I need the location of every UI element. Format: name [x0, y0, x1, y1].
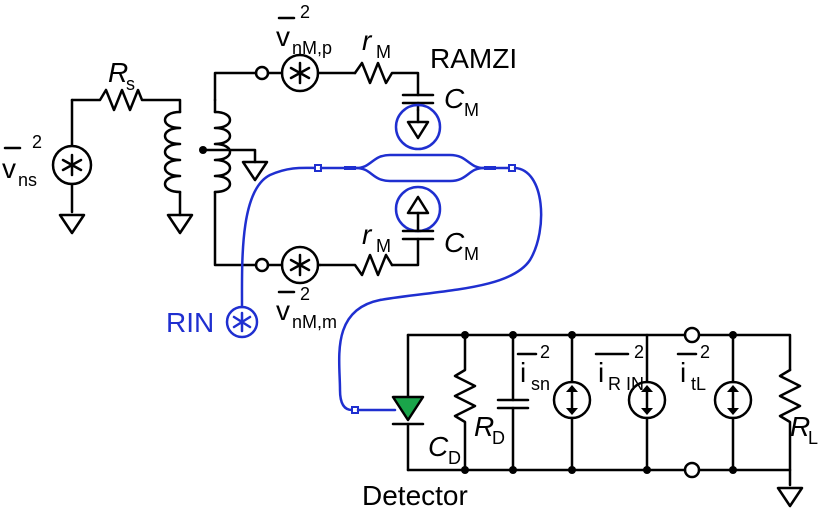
arrow-down-icon — [406, 120, 430, 140]
asterisk-icon — [289, 253, 311, 277]
rl-subscript: L — [808, 428, 818, 448]
isn-label: i — [520, 357, 526, 388]
isn-subscript: sn — [531, 374, 550, 394]
irin-label: i — [598, 357, 604, 388]
rd-label: R — [474, 411, 494, 442]
cm-bot-label: C — [444, 227, 465, 258]
arrow-down-icon — [641, 408, 653, 415]
current-source-itl: i tL 2 — [676, 333, 753, 472]
resistor-rs: R s — [70, 57, 182, 114]
arrow-up-icon — [727, 385, 739, 392]
current-source-irin: i R IN 2 — [594, 333, 667, 472]
vns-label: v — [2, 153, 16, 184]
irin-subscript: R IN — [608, 374, 644, 394]
modulator-top: r M RAMZI C M — [353, 25, 517, 151]
noise-source-bottom: v nM,m 2 — [254, 245, 337, 332]
asterisk-icon — [232, 311, 252, 333]
source-noise: v ns 2 — [2, 98, 93, 235]
modulator-bottom: C M r M — [318, 185, 479, 277]
ramzi-label: RAMZI — [430, 43, 517, 74]
cd-label: C — [428, 431, 449, 462]
rin-label: RIN — [166, 307, 214, 338]
vnmm-subscript: nM,m — [292, 312, 337, 332]
photodiode: C D Detector — [362, 333, 468, 511]
vnmp-superscript: 2 — [300, 2, 310, 22]
vnmm-label: v — [276, 295, 290, 326]
vnmp-subscript: nM,p — [292, 38, 332, 58]
rs-subscript: s — [126, 74, 135, 94]
itl-label: i — [680, 357, 686, 388]
ground-icon — [166, 213, 194, 235]
arrow-up-icon — [406, 195, 430, 215]
itl-superscript: 2 — [700, 342, 710, 362]
mzi-fiber — [240, 153, 543, 414]
cd-subscript: D — [448, 448, 461, 468]
receiver: C D Detector R D i sn 2 — [362, 326, 818, 511]
arrow-up-icon — [566, 385, 578, 392]
photodiode-icon — [391, 395, 425, 422]
asterisk-icon — [289, 61, 311, 85]
arrow-down-icon — [727, 408, 739, 415]
itl-subscript: tL — [691, 374, 706, 394]
current-source-isn: i sn 2 — [516, 333, 592, 472]
rm-bot-label: r — [362, 219, 373, 250]
arrow-down-icon — [566, 408, 578, 415]
vns-subscript: ns — [18, 170, 37, 190]
rm-top-subscript: M — [376, 42, 391, 62]
irin-superscript: 2 — [634, 342, 644, 362]
resistor-rl: R L — [778, 368, 818, 472]
noise-source-top: v nM,p 2 — [254, 2, 357, 93]
isn-superscript: 2 — [540, 342, 550, 362]
vns-superscript: 2 — [32, 132, 42, 152]
arrow-up-icon — [641, 385, 653, 392]
rl-label: R — [790, 411, 810, 442]
rd-subscript: D — [492, 428, 505, 448]
cm-top-subscript: M — [464, 100, 479, 120]
resistor-rd: R D — [453, 333, 505, 472]
ground-icon — [776, 486, 804, 508]
rm-bot-subscript: M — [376, 236, 391, 256]
ground-icon — [58, 213, 86, 235]
asterisk-icon — [61, 153, 83, 177]
cm-top-label: C — [444, 83, 465, 114]
capacitor-parallel — [496, 333, 530, 472]
vnmm-superscript: 2 — [300, 284, 310, 304]
vnmp-label: v — [276, 21, 290, 52]
rs-label: R — [108, 57, 128, 88]
detector-label: Detector — [362, 480, 468, 511]
rm-top-label: r — [362, 25, 373, 56]
rin-source: RIN — [166, 305, 259, 339]
cm-bot-subscript: M — [464, 244, 479, 264]
ground-icon — [241, 160, 269, 182]
